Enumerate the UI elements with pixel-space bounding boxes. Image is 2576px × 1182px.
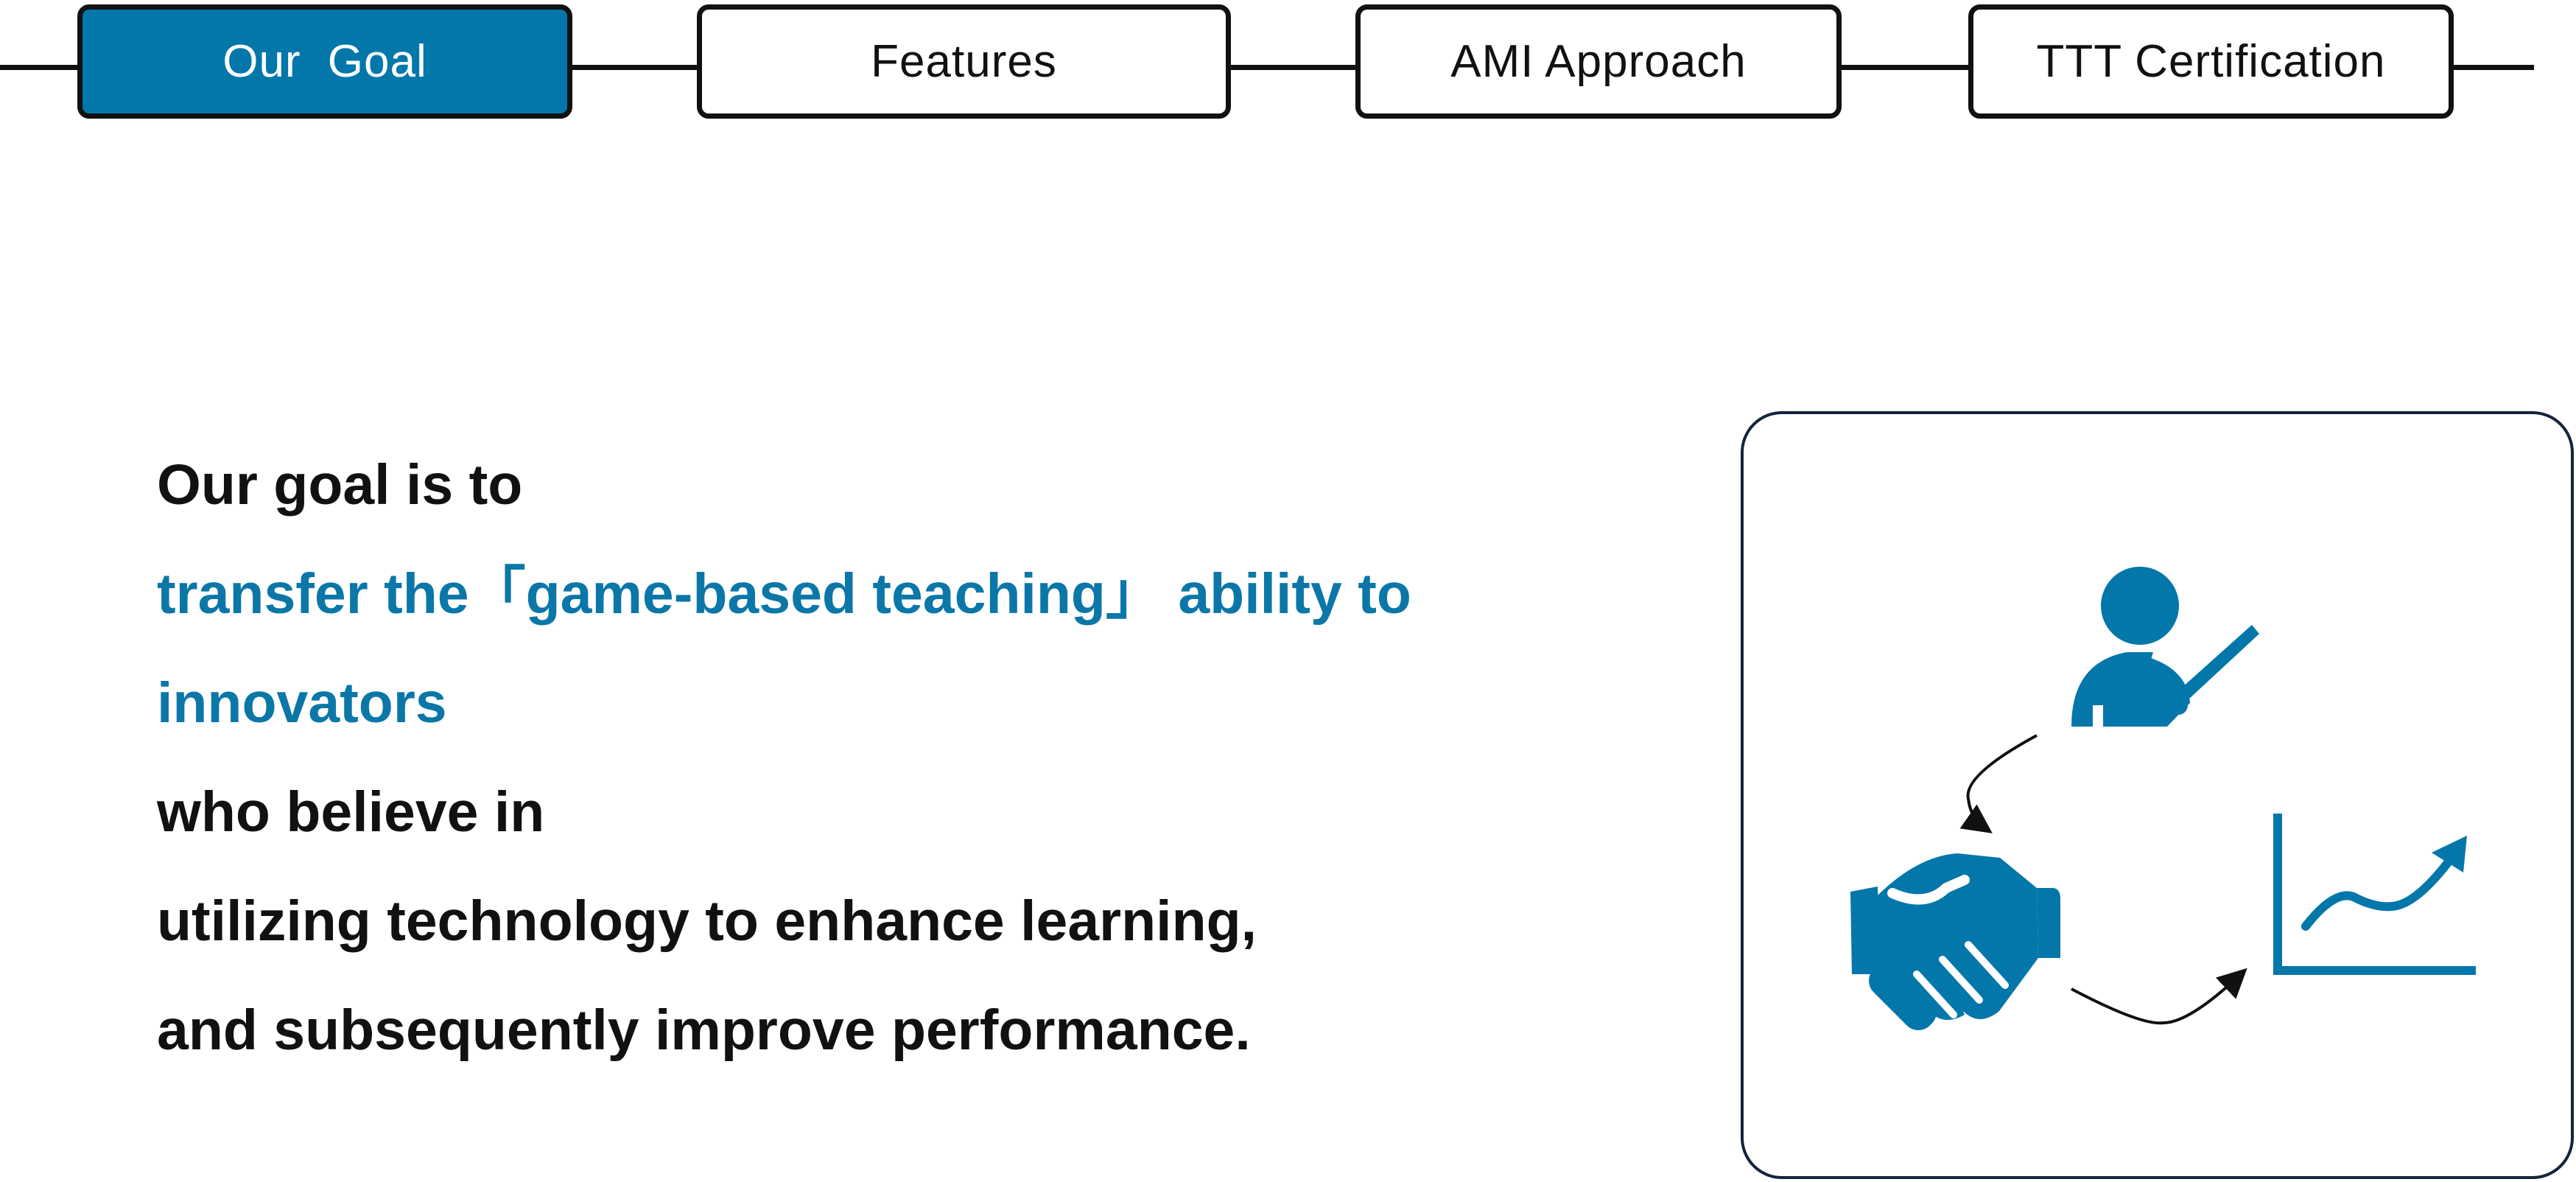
tab-ttt-certification[interactable]: TTT Certification bbox=[1968, 4, 2454, 119]
goal-line-performance: and subsequently improve performance. bbox=[157, 999, 1251, 1062]
illustration-svg bbox=[1850, 567, 2476, 1031]
growth-chart-icon bbox=[2273, 814, 2476, 975]
tab-our-goal[interactable]: Our Goal bbox=[77, 4, 572, 119]
goal-highlight-line-1: transfer the「game-based teaching」 abilit… bbox=[157, 562, 1411, 626]
tab-ami-approach[interactable]: AMI Approach bbox=[1355, 4, 1842, 119]
goal-line-believe: who believe in bbox=[157, 780, 545, 844]
arrow-handshake-to-chart bbox=[2071, 968, 2247, 1025]
goal-line-technology: utilizing technology to enhance learning… bbox=[157, 889, 1257, 953]
goal-highlight-line-2: innovators bbox=[157, 671, 447, 735]
handshake-icon bbox=[1850, 853, 2060, 1031]
teacher-pointer-icon bbox=[2071, 567, 2259, 727]
nav-connector-line bbox=[0, 65, 2534, 70]
goal-statement: Our goal is to transfer the「game-based t… bbox=[157, 430, 1630, 1085]
illustration-card bbox=[1741, 411, 2574, 1179]
goal-line-intro: Our goal is to bbox=[157, 453, 523, 517]
tab-features[interactable]: Features bbox=[697, 4, 1231, 119]
arrow-teacher-to-handshake bbox=[1959, 734, 2038, 833]
